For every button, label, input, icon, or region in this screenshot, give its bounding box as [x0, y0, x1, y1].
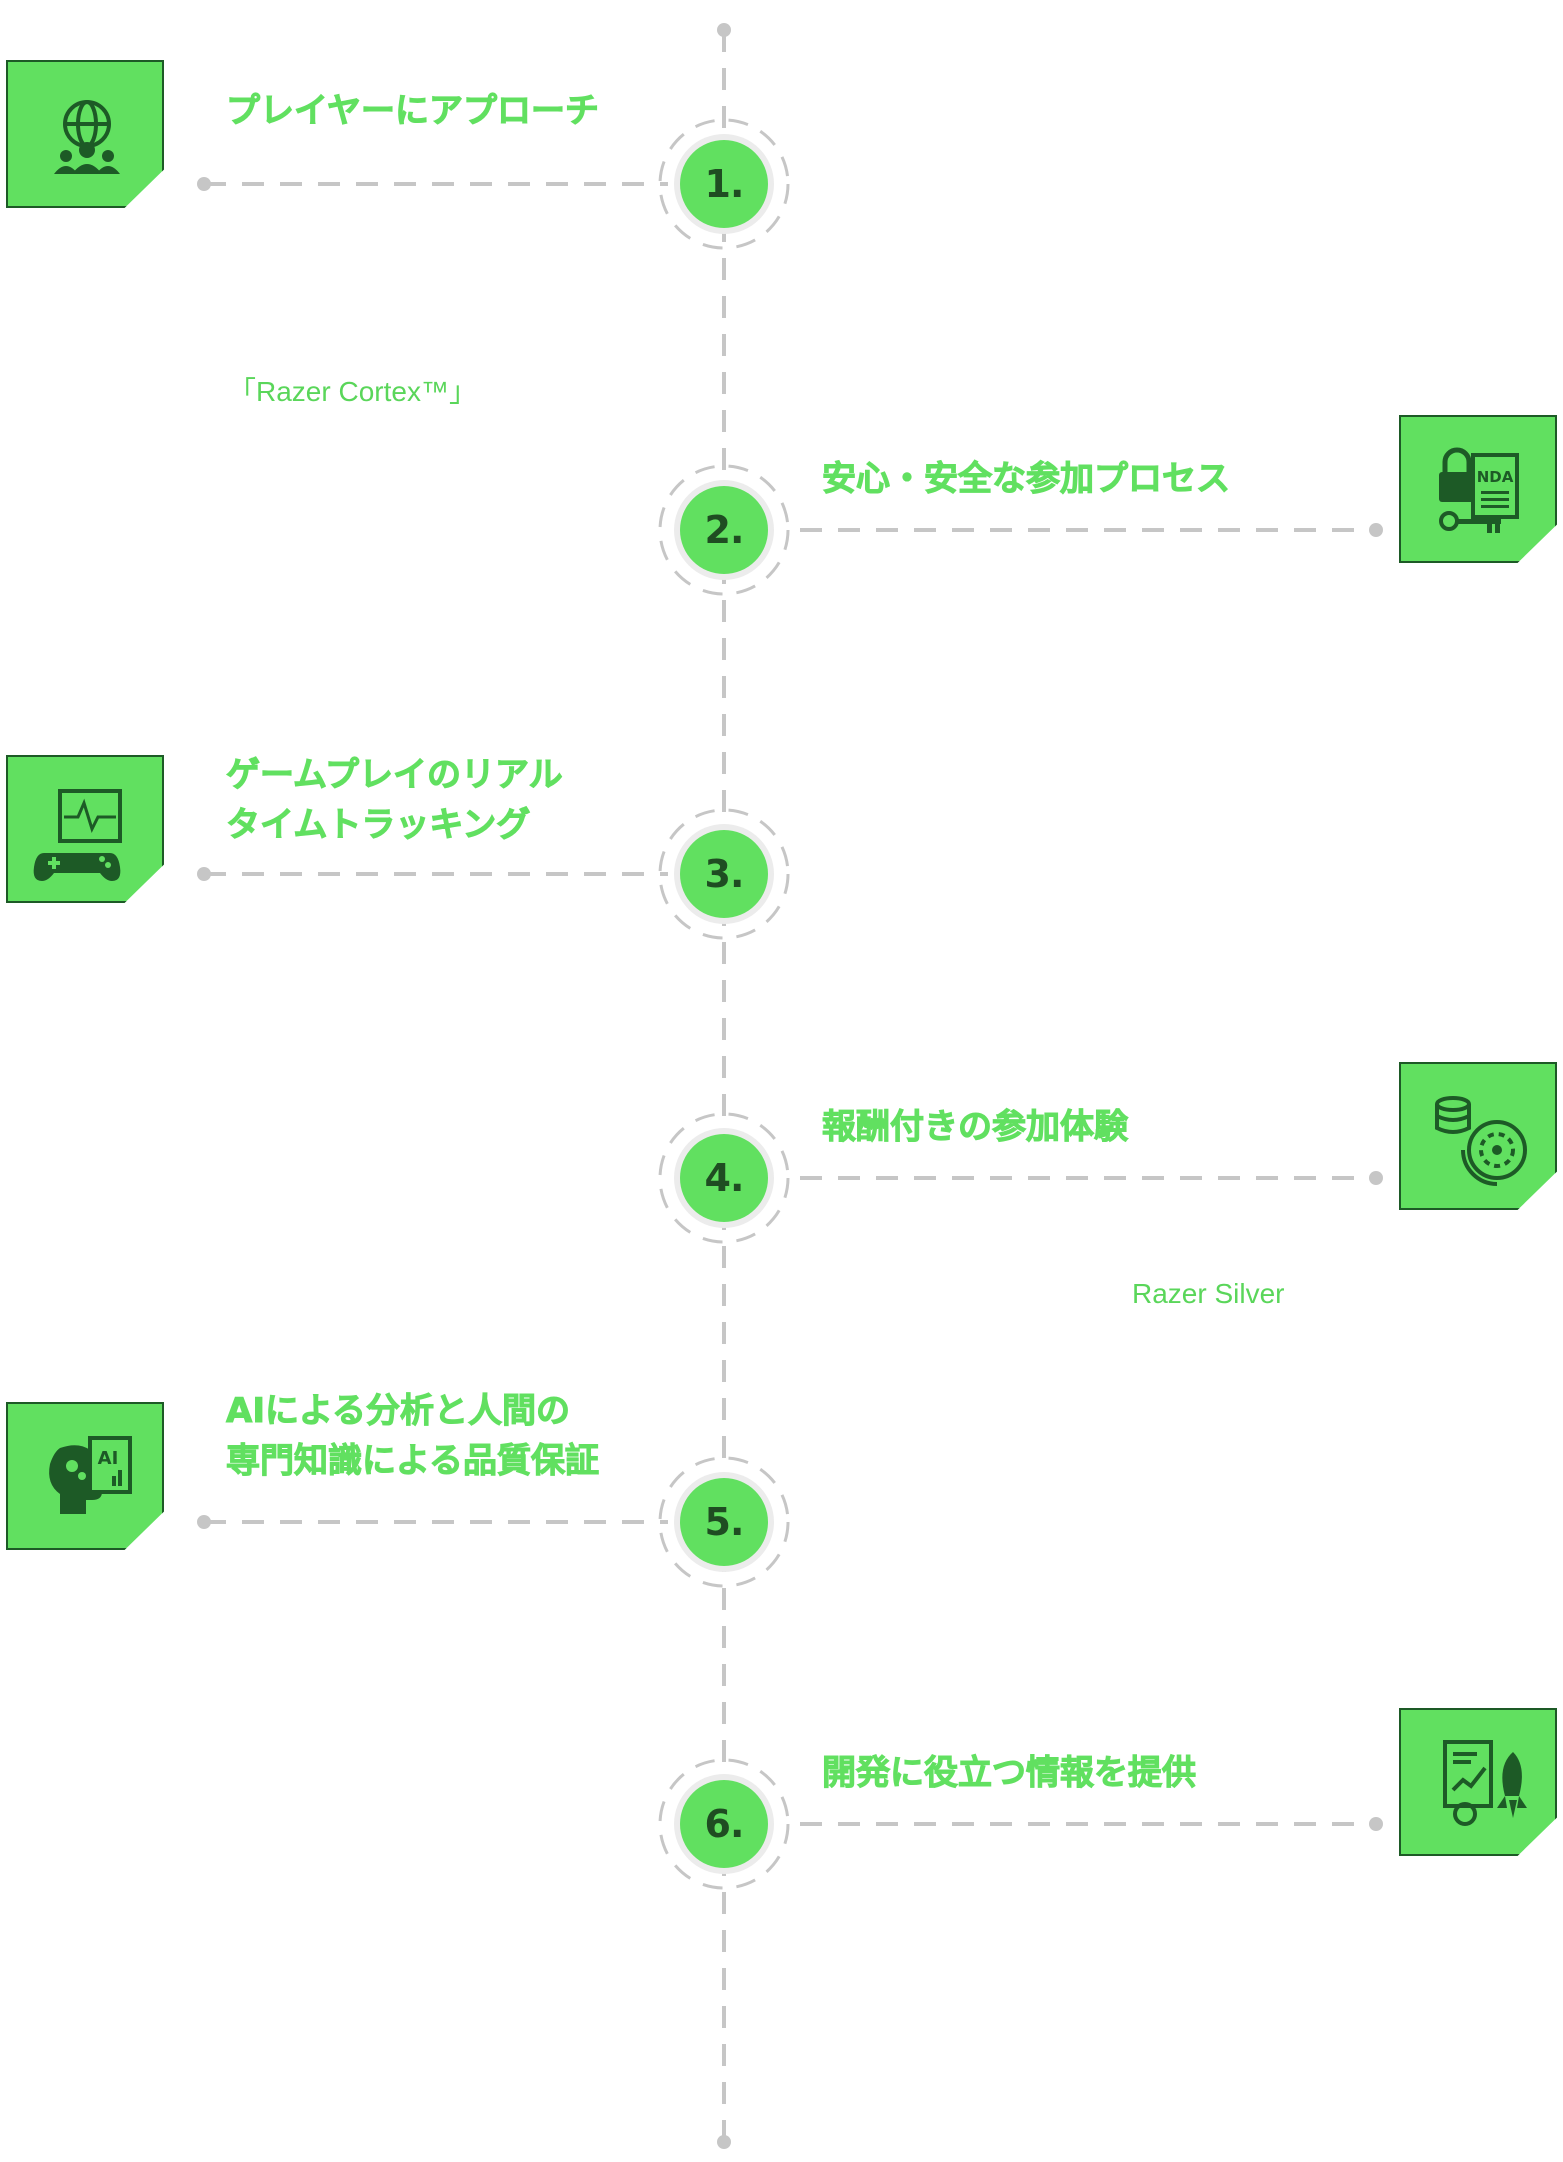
step-2-icon-box: NDA	[1399, 415, 1557, 563]
step-1-note: 「Razer Cortex™」	[228, 376, 477, 407]
spine-bottom-dot	[717, 2135, 731, 2149]
coins-reward-icon	[1435, 1096, 1527, 1186]
step-6-title: 開発に役立つ情報を提供	[822, 1753, 1197, 1794]
step-6-number: 6.	[680, 1780, 768, 1868]
step-4-icon-box	[1399, 1062, 1557, 1210]
step-1-icon-box	[6, 60, 164, 208]
step-1-title: プレイヤーにアプローチ	[226, 91, 600, 132]
ai-brain-head-icon: AI	[49, 1436, 132, 1514]
step-5-number: 5.	[680, 1478, 768, 1566]
gamepad-monitor-icon	[33, 789, 122, 881]
lock-nda-key-icon: NDA	[1439, 447, 1519, 533]
step-3-number: 3.	[680, 830, 768, 918]
globe-users-icon	[54, 100, 120, 174]
step-3-icon-box	[6, 755, 164, 903]
step-5-title: AIによる分析と人間の 専門知識による品質保証	[226, 1391, 600, 1482]
step-2-title: 安心・安全な参加プロセス	[822, 459, 1231, 500]
svg-text:NDA: NDA	[1477, 468, 1514, 486]
spine-top-dot	[717, 23, 731, 37]
step-1-number: 1.	[680, 140, 768, 228]
step-3-title: ゲームプレイのリアル タイムトラッキング	[226, 755, 564, 846]
svg-text:AI: AI	[98, 1448, 119, 1469]
step-4-number: 4.	[680, 1134, 768, 1222]
step-4-note: Razer Silver	[1132, 1278, 1285, 1309]
report-rocket-icon	[1443, 1740, 1527, 1826]
step-2-number: 2.	[680, 486, 768, 574]
step-4-title: 報酬付きの参加体験	[822, 1107, 1129, 1148]
step-5-icon-box: AI	[6, 1402, 164, 1550]
step-6-icon-box	[1399, 1708, 1557, 1856]
